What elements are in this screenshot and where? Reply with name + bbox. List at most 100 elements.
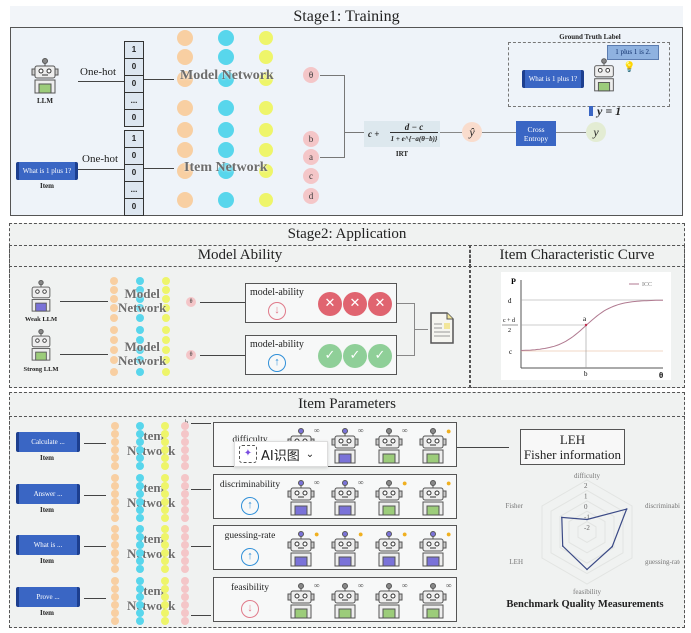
up-arrow-icon: ↑	[241, 497, 259, 515]
network-node	[110, 314, 118, 322]
network-node	[161, 549, 169, 557]
model-ability-header	[9, 245, 471, 267]
network-node	[181, 525, 189, 533]
connector	[344, 75, 345, 158]
wrong-icon: ✕	[318, 292, 342, 316]
network-node	[136, 482, 144, 490]
network-node	[181, 482, 189, 490]
radar-axis-label: Fisher	[506, 502, 524, 510]
network-node	[111, 533, 119, 541]
network-node	[259, 123, 273, 137]
up-arrow-icon: ↑	[268, 354, 286, 372]
connector	[397, 355, 414, 356]
network-node	[111, 474, 119, 482]
arrow-line	[84, 546, 106, 547]
radar-chart: difficultydiscriminabilityguessing-ratef…	[506, 472, 681, 596]
network-node	[136, 346, 144, 354]
arrow-line	[84, 443, 106, 444]
network-node	[161, 454, 169, 462]
wrong-icon: ✕	[368, 292, 392, 316]
network-label-line1: Model	[124, 286, 160, 301]
network-node	[162, 286, 170, 294]
network-node	[181, 506, 189, 514]
icc-tick-b: b	[584, 370, 588, 378]
radar-grid-ring	[559, 500, 615, 564]
onehot-label-top: One-hot	[80, 66, 117, 78]
network-node	[181, 585, 189, 593]
onehot-cell: 0	[131, 202, 137, 211]
network-node	[177, 142, 193, 158]
network-node	[181, 549, 189, 557]
network-node	[162, 304, 170, 312]
strong-ability-box: model-ability ↑ ✓ ✓ ✓	[245, 335, 397, 375]
network-node	[111, 549, 119, 557]
robot-icon	[594, 58, 614, 92]
measure-box: guessing-rate ↑ ● ● ●	[213, 525, 457, 570]
ground-truth-title: Ground Truth Label	[559, 33, 621, 41]
network-node	[111, 601, 119, 609]
ai-image-recognition-popup[interactable]: ✦ AI识图 ⌄	[234, 441, 328, 467]
network-node	[111, 490, 119, 498]
item-scroll: Answer ...	[16, 484, 80, 504]
theta-node: θ	[303, 67, 319, 83]
robot-icon	[375, 428, 403, 464]
lightbulb-icon: ●	[402, 529, 408, 539]
arrow-line	[191, 423, 211, 424]
network-node	[181, 446, 189, 454]
lightbulb-icon: ●	[446, 529, 452, 539]
network-node	[218, 163, 234, 179]
network-node	[161, 565, 169, 573]
connector	[320, 157, 345, 158]
network-node	[162, 336, 170, 344]
radar-axis-label: feasibility	[573, 588, 601, 596]
ai-popup-label: AI识图	[261, 448, 300, 464]
network-node	[259, 193, 273, 207]
network-node	[181, 557, 189, 565]
item-scroll: Prove ...	[16, 587, 80, 607]
robot-icon	[287, 480, 315, 516]
network-node	[136, 314, 144, 322]
network-node	[111, 577, 119, 585]
up-arrow-icon: ↑	[241, 548, 259, 566]
radar-axis-label: difficulty	[574, 472, 600, 480]
network-node	[162, 326, 170, 334]
onehot-cell: 1	[125, 42, 143, 59]
network-node	[181, 593, 189, 601]
onehot-cell: 1	[125, 131, 143, 148]
arrow-line	[84, 495, 106, 496]
network-node	[136, 541, 144, 549]
onehot-label-bottom: One-hot	[82, 153, 119, 165]
network-node	[111, 514, 119, 522]
measure-label: guessing-rate	[224, 531, 276, 541]
robot-icon	[331, 480, 359, 516]
down-arrow-icon: ↓	[241, 600, 259, 618]
robot-icon	[331, 428, 359, 464]
network-node	[162, 295, 170, 303]
network-node	[136, 295, 144, 303]
item-label: Item	[40, 506, 54, 514]
network-node	[110, 336, 118, 344]
network-node	[177, 163, 193, 179]
icc-y-label: P	[511, 277, 516, 286]
network-node	[161, 462, 169, 470]
network-node	[181, 498, 189, 506]
fisher-label: Fisher information	[523, 447, 622, 462]
irt-denominator: 1 + e^{−a(θ−b)}	[390, 135, 438, 143]
onehot-cell: 0	[125, 59, 143, 76]
network-node	[162, 356, 170, 364]
item-label: Item	[40, 182, 54, 190]
network-node	[110, 368, 118, 376]
network-node	[181, 490, 189, 498]
network-node	[136, 336, 144, 344]
network-node	[181, 533, 189, 541]
chevron-down-icon[interactable]: ⌄	[305, 448, 315, 460]
stage1-title: Stage1: Training	[10, 6, 683, 28]
connector	[440, 132, 462, 133]
arrow-line	[200, 355, 245, 356]
item-parameters-title: Item Parameters	[298, 396, 396, 412]
network-node	[110, 286, 118, 294]
radar-tick-label: -2	[584, 524, 590, 532]
icc-tick-d: d	[508, 297, 512, 305]
network-node	[111, 430, 119, 438]
